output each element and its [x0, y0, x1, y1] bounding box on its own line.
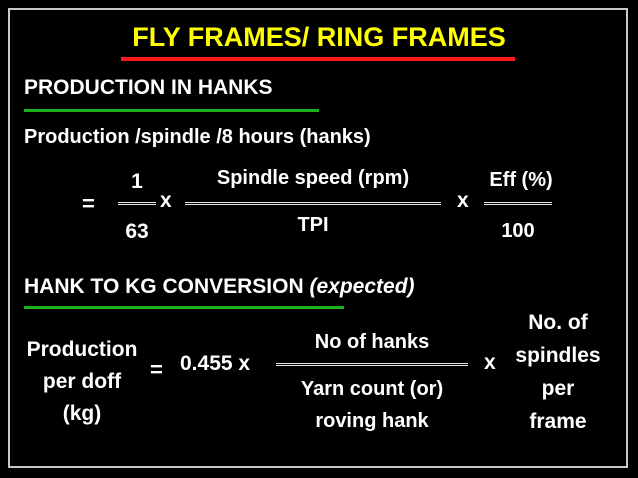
production-heading: PRODUCTION IN HANKS — [24, 76, 273, 99]
conversion-heading-note: (expected) — [309, 275, 415, 298]
frac2-denominator: TPI — [297, 214, 329, 236]
rhs-line: per — [541, 377, 575, 400]
conversion-factor: 0.455 x — [180, 352, 251, 375]
conversion-equals: = — [150, 357, 163, 382]
lhs-line: (kg) — [62, 402, 102, 425]
times-1: x — [160, 189, 172, 212]
rhs-line: frame — [529, 410, 587, 433]
conversion-numerator: No of hanks — [314, 331, 430, 353]
conversion-heading: HANK TO KG CONVERSION (expected) — [24, 276, 415, 297]
frac2-numerator: Spindle speed (rpm) — [216, 167, 410, 189]
production-equals: = — [82, 191, 95, 216]
conversion-frac-line — [276, 363, 468, 366]
slide-title: FLY FRAMES/ RING FRAMES — [132, 22, 506, 52]
production-heading-underline — [24, 109, 319, 112]
denominator-line: roving hank — [315, 410, 429, 432]
frac1-line — [118, 202, 156, 205]
conversion-times: x — [484, 351, 496, 374]
frac1-denominator: 63 — [125, 220, 149, 243]
title-underline — [121, 57, 515, 61]
lhs-block: Production per doff (kg) — [14, 334, 150, 430]
conversion-heading-underline — [24, 306, 344, 309]
rhs-line: No. of — [528, 311, 588, 334]
frac1-numerator: 1 — [131, 170, 143, 193]
times-2: x — [457, 189, 469, 212]
frac2-line — [185, 202, 441, 205]
lhs-line: Production — [26, 338, 138, 361]
lhs-line: per doff — [42, 370, 122, 393]
conversion-heading-main: HANK TO KG CONVERSION — [24, 275, 304, 298]
slide-border — [8, 8, 628, 468]
frac3-numerator: Eff (%) — [489, 169, 553, 191]
frac3-denominator: 100 — [501, 220, 535, 242]
conversion-denominator: Yarn count (or) roving hank — [270, 373, 474, 437]
rhs-line: spindles — [515, 344, 601, 367]
denominator-line: Yarn count (or) — [300, 378, 444, 400]
rhs-block: No. of spindles per frame — [498, 306, 618, 438]
production-subtitle: Production /spindle /8 hours (hanks) — [24, 126, 371, 148]
frac3-line — [484, 202, 552, 205]
